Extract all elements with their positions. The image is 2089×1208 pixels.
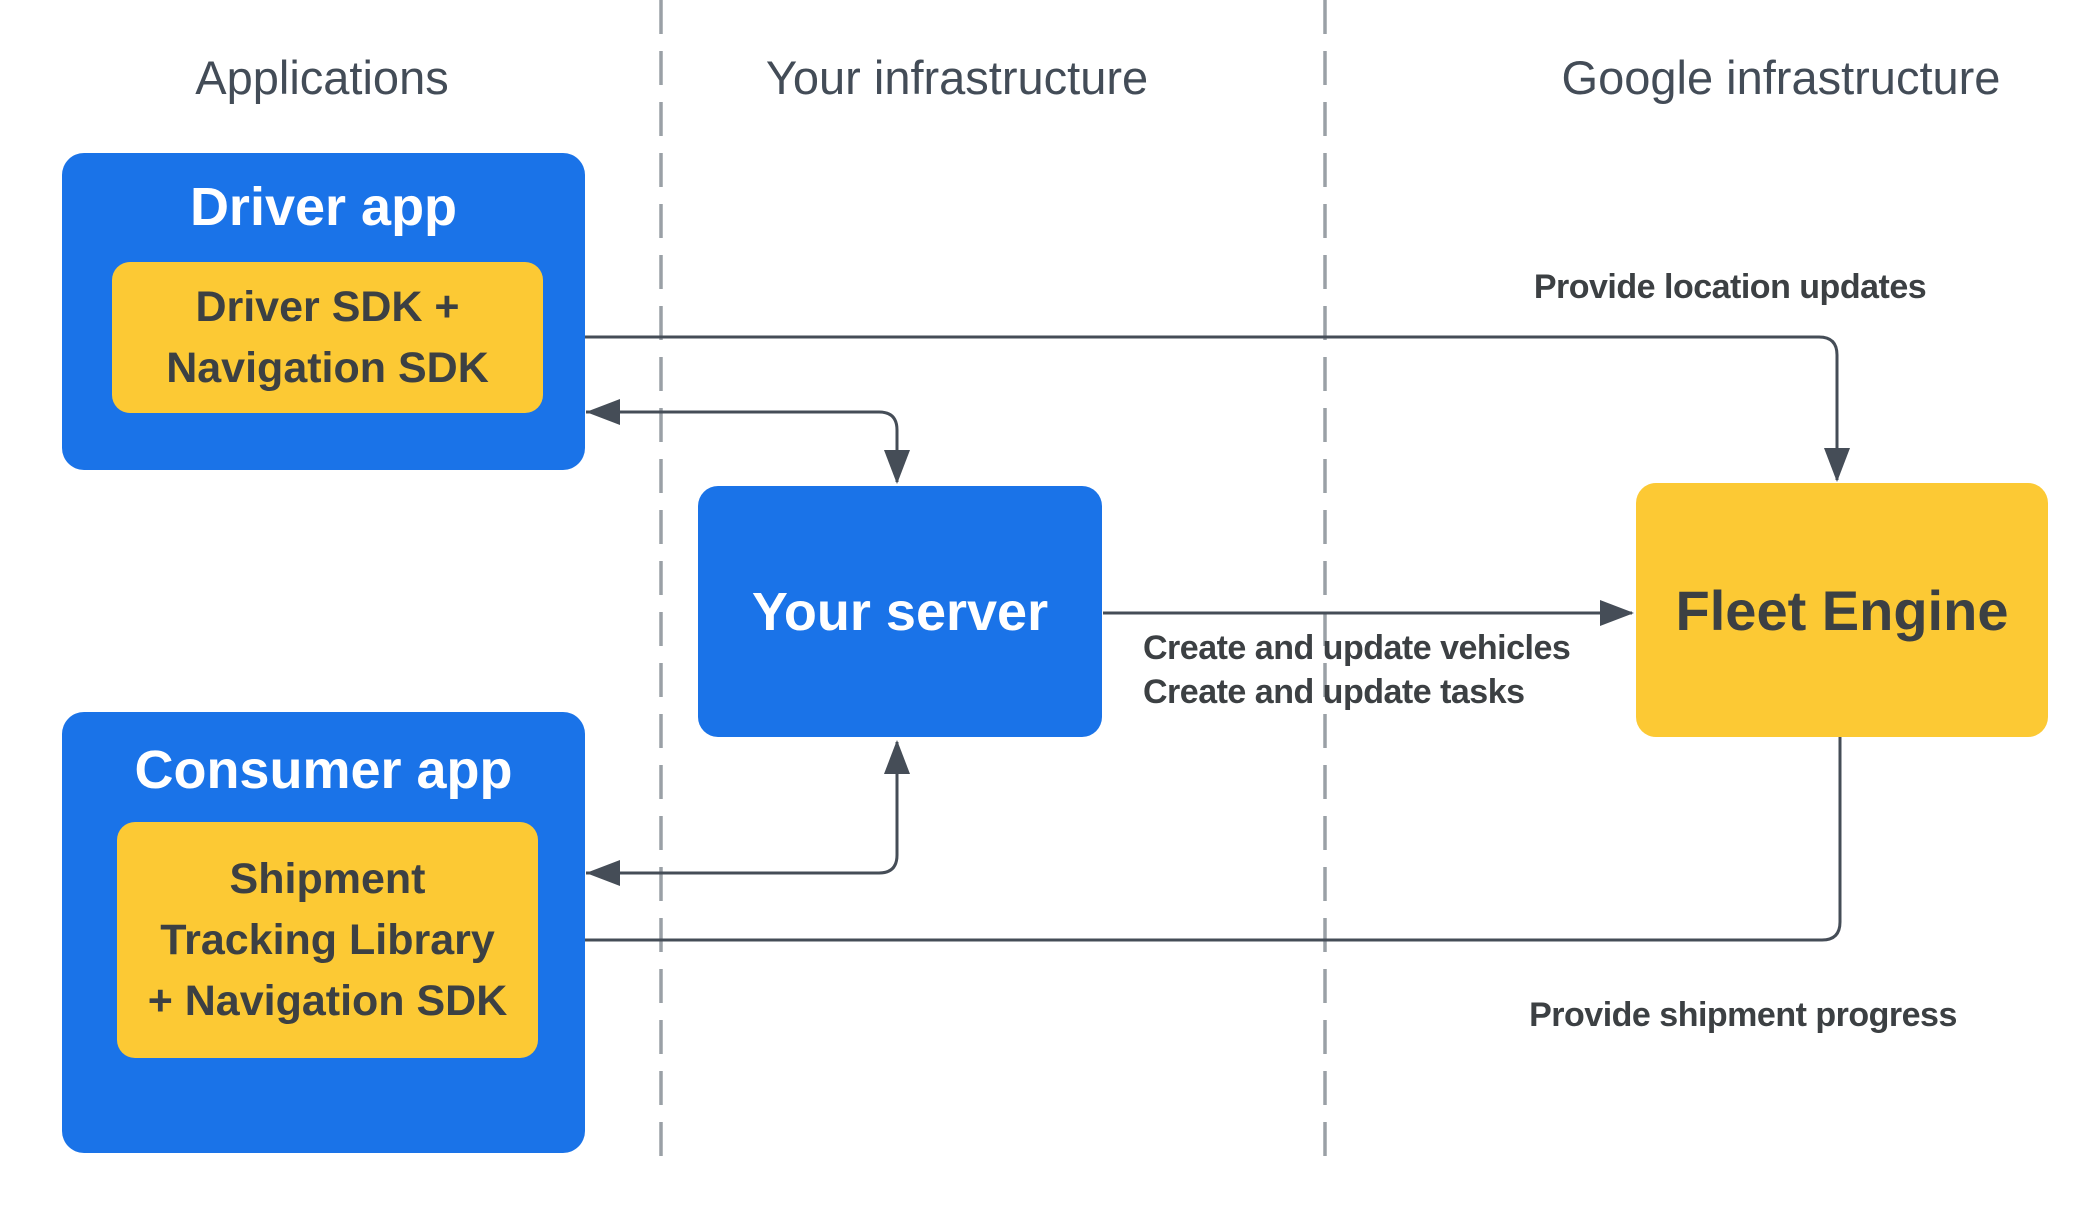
your-server-title: Your server xyxy=(751,581,1049,642)
shipment-tracking-library-box: Shipment Tracking Library + Navigation S… xyxy=(117,822,538,1058)
arrowhead-into-consumer-app xyxy=(586,860,620,886)
shipment-library-label-line-2: Tracking Library xyxy=(160,915,495,964)
edge-label-create-update-tasks: Create and update tasks xyxy=(1143,673,1525,711)
fleet-engine-box: Fleet Engine xyxy=(1636,483,2048,737)
arrowhead-into-your-server-top xyxy=(884,450,910,484)
arrowhead-into-your-server-bottom xyxy=(884,740,910,774)
edge-label-provide-shipment-progress: Provide shipment progress xyxy=(1529,996,1957,1034)
driver-app-title: Driver app xyxy=(189,177,458,237)
consumer-app-title: Consumer app xyxy=(134,740,513,800)
edge-label-provide-location-updates: Provide location updates xyxy=(1533,268,1927,306)
shipment-library-label-line-1: Shipment xyxy=(229,854,426,903)
fleet-engine-title: Fleet Engine xyxy=(1675,578,2009,642)
shipment-library-label-line-3: + Navigation SDK xyxy=(147,976,508,1025)
column-header-google-infrastructure: Google infrastructure xyxy=(1561,51,2001,104)
edge-label-create-update: Create and update vehicles Create and up… xyxy=(1143,626,1571,714)
column-header-applications: Applications xyxy=(195,51,449,104)
your-server-box: Your server xyxy=(698,486,1102,737)
edge-fleet-engine-shipment-library xyxy=(547,737,1842,942)
arrowhead-into-fleet-engine-left xyxy=(1600,600,1634,626)
driver-sdk-label-line-1: Driver SDK + xyxy=(195,282,460,331)
arrowhead-into-driver-app xyxy=(586,399,620,425)
consumer-app-box: Consumer app Shipment Tracking Library +… xyxy=(62,712,585,1153)
driver-app-box: Driver app Driver SDK + Navigation SDK xyxy=(62,153,585,470)
edge-driver-app-your-server xyxy=(586,410,899,482)
driver-sdk-label-line-2: Navigation SDK xyxy=(166,343,489,392)
edge-consumer-app-your-server xyxy=(586,742,899,875)
column-header-your-infrastructure: Your infrastructure xyxy=(765,51,1149,104)
edge-driver-sdk-fleet-engine xyxy=(549,335,1839,480)
edge-label-create-update-vehicles: Create and update vehicles xyxy=(1143,629,1571,667)
driver-sdk-box: Driver SDK + Navigation SDK xyxy=(112,262,543,413)
arrowhead-into-fleet-engine-top xyxy=(1824,448,1850,482)
